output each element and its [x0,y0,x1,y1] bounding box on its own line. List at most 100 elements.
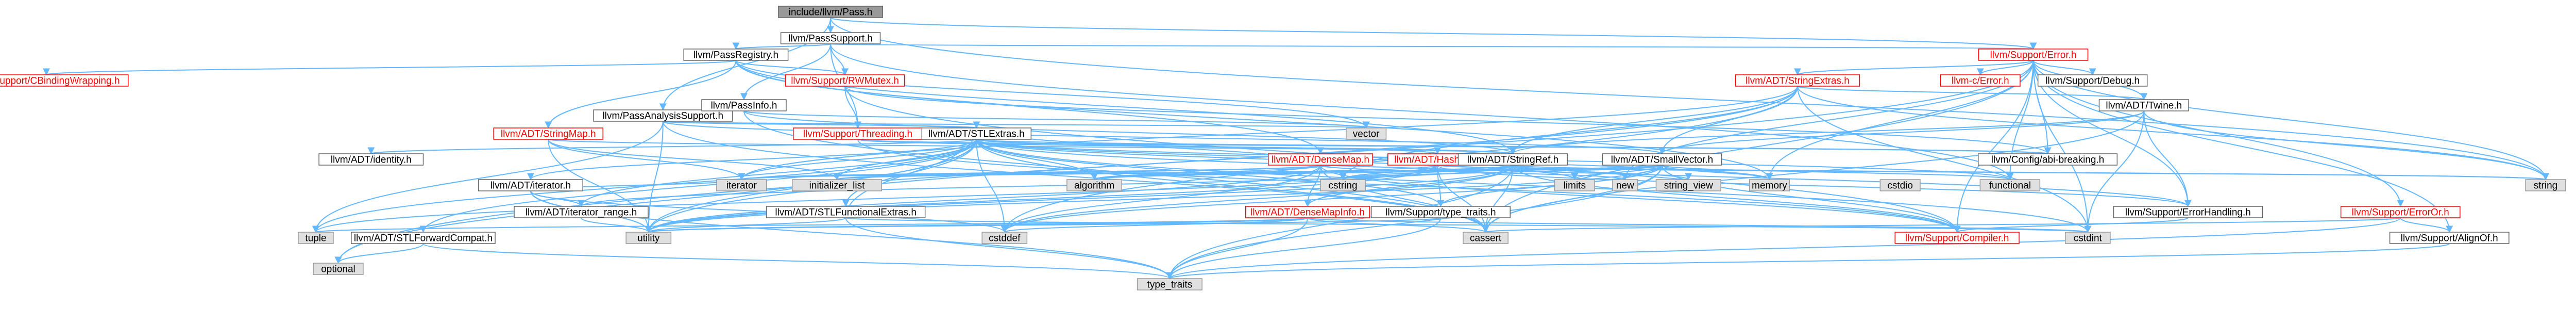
node-box [1137,278,1202,290]
node-stringview: string_view [1655,179,1721,191]
node-utility: utility [625,232,672,244]
node-passanalysis[interactable]: llvm/PassAnalysisSupport.h [593,109,733,122]
edge-passsupport-to-passinfo [740,43,832,101]
edge-stlextras-to-initlist [833,139,977,181]
node-erroror[interactable]: llvm/Support/ErrorOr.h [2340,206,2461,218]
node-passinfo[interactable]: llvm/PassInfo.h [701,99,787,111]
node-smallvector[interactable]: llvm/ADT/SmallVector.h [1602,153,1722,166]
node-box [766,206,926,218]
node-label: llvm/Support/AlignOf.h [2401,233,2498,244]
edges-layer [43,17,2549,280]
edge-error-to-debug [2032,60,2096,76]
node-passregistry[interactable]: llvm/PassRegistry.h [683,49,789,61]
node-stlfunc[interactable]: llvm/ADT/STLFunctionalExtras.h [766,206,926,218]
node-alignof[interactable]: llvm/Support/AlignOf.h [2389,232,2510,244]
node-label: llvm/Support/Error.h [1990,50,2077,61]
node-new: new [1612,179,1638,191]
node-stlextras[interactable]: llvm/ADT/STLExtras.h [921,127,1032,140]
node-stringextras[interactable]: llvm/ADT/StringExtras.h [1735,74,1860,87]
node-box [2525,179,2566,191]
node-box [1735,74,1860,87]
node-label: llvm/ADT/Twine.h [2106,101,2182,111]
node-error[interactable]: llvm/Support/Error.h [1978,49,2089,61]
node-typetraitsh[interactable]: llvm/Support/type_traits.h [1370,206,1511,218]
node-box [1346,127,1387,140]
node-box [2113,206,2263,218]
node-cbinding[interactable]: llvm/Support/CBindingWrapping.h [0,74,129,87]
edge-error-to-cstdint [2032,60,2092,233]
node-configabi[interactable]: llvm/Config/abi-breaking.h [1977,153,2118,166]
node-adtiterator[interactable]: llvm/ADT/iterator.h [478,179,583,191]
node-twine[interactable]: llvm/ADT/Twine.h [2098,99,2189,111]
node-densemap[interactable]: llvm/ADT/DenseMap.h [1268,153,1373,166]
edge-twine-to-cstdint [2084,110,2145,233]
node-box [313,263,364,275]
edge-pass-to-string [830,17,2549,181]
edge-stlfunc-to-stlextras [845,127,980,218]
node-threading[interactable]: llvm/Support/Threading.h [793,127,923,140]
node-stringref[interactable]: llvm/ADT/StringRef.h [1458,153,1568,166]
node-label: cstdio [1887,181,1913,191]
node-label: functional [1989,181,2031,191]
edge-stlextras-to-errorhandling [976,139,2192,207]
edge-densemap-to-iterator [738,165,1321,181]
edge-stlextras-to-tuple [312,139,977,233]
node-box [1979,179,2041,191]
node-algorithm: algorithm [1066,179,1123,191]
node-box [778,6,884,18]
node-label: memory [1752,181,1787,191]
node-label: optional [321,264,355,275]
node-densemapinfo[interactable]: llvm/ADT/DenseMapInfo.h [1245,206,1370,218]
edge-stringextras-to-twine [1797,86,2147,101]
edge-error-to-stringextras [1794,60,2034,76]
edge-passsupport-to-functional [830,43,2014,181]
edge-passanalysis-to-stlextras [662,121,980,129]
edge-densemap-to-utility [645,165,1321,233]
edge-error-to-cerror [1976,60,2034,76]
node-box [791,179,883,191]
node-box [1320,179,1366,191]
node-iteratorrange[interactable]: llvm/ADT/iterator_range.h [514,206,649,218]
node-label: llvm/Support/ErrorHandling.h [2125,207,2251,218]
node-box [593,109,733,122]
node-label: llvm/Support/CBindingWrapping.h [0,76,120,87]
node-errorhandling[interactable]: llvm/Support/ErrorHandling.h [2113,206,2263,218]
node-label: llvm/Support/Threading.h [803,129,912,140]
node-cerror[interactable]: llvm-c/Error.h [1940,74,2021,87]
node-cassert: cassert [1463,232,1509,244]
edge-erroror-to-typetraits [1166,217,2401,280]
node-box [981,232,1028,244]
node-identity[interactable]: llvm/ADT/identity.h [318,153,424,166]
edge-error-to-erroror [2032,60,2404,207]
edge-stringextras-to-stringref [1509,86,1798,155]
node-pass[interactable]: include/llvm/Pass.h [778,6,884,18]
nodes-layer: include/llvm/Pass.h llvm/PassSupport.h llv… [0,6,2566,290]
edge-passsupport-to-error [830,41,2034,50]
edge-pass-to-error [830,17,2037,50]
node-box [921,127,1032,140]
node-stlforward[interactable]: llvm/ADT/STLForwardCompat.h [351,232,496,244]
node-label: llvm/ADT/SmallVector.h [1611,155,1714,166]
node-box [478,179,583,191]
node-debug[interactable]: llvm/Support/Debug.h [2037,74,2148,87]
edge-densemapinfo-to-cstddef [1001,217,1309,233]
node-cstdint: cstdint [2065,232,2111,244]
node-label: iterator [726,181,757,191]
node-label: vector [1353,129,1380,140]
node-label: llvm/ADT/iterator.h [490,181,571,191]
edge-passinfo-to-stringref [743,110,1517,155]
edge-stringmap-to-iterator [548,139,745,181]
node-box [683,49,789,61]
node-compiler[interactable]: llvm/Support/Compiler.h [1894,232,2020,244]
node-label: llvm/ADT/STLForwardCompat.h [354,233,493,244]
node-label: llvm/ADT/StringMap.h [501,129,596,140]
node-label: string_view [1664,181,1713,191]
node-label: llvm/ADT/DenseMapInfo.h [1250,207,1365,218]
node-passsupport[interactable]: llvm/PassSupport.h [780,32,881,44]
node-stringmap[interactable]: llvm/ADT/StringMap.h [493,127,603,140]
edge-smallvector-to-cstring [1340,165,1663,181]
node-cstddef: cstddef [981,232,1028,244]
node-box [1066,179,1123,191]
node-rwmutex[interactable]: llvm/Support/RWMutex.h [785,74,905,87]
edge-passregistry-to-stringmap [545,60,737,129]
